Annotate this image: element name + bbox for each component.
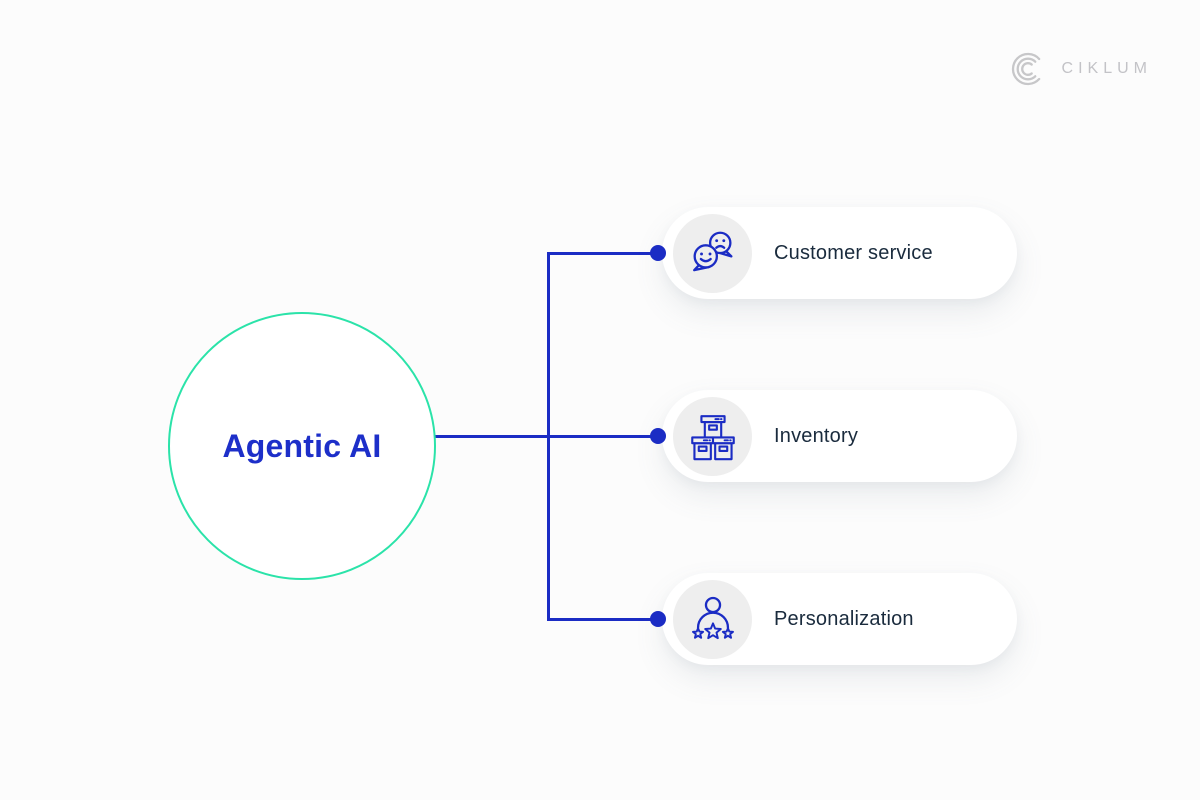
connector-dot-top: [650, 245, 666, 261]
connector-line-branch-top: [548, 251, 658, 255]
ciklum-logo-text: CIKLUM: [1061, 60, 1152, 77]
node-label: Customer service: [774, 241, 933, 264]
icon-circle: [673, 579, 752, 659]
root-node-agentic-ai: Agentic AI: [168, 312, 436, 580]
inventory-boxes-icon: [690, 415, 735, 461]
node-label: Inventory: [774, 424, 859, 447]
connector-dot-bottom: [650, 611, 666, 627]
node-card-personalization: Personalization: [662, 573, 1017, 665]
node-card-customer-service: Customer service: [662, 207, 1017, 299]
person-stars-icon: [691, 596, 734, 640]
node-label: Personalization: [774, 607, 914, 630]
root-node-label: Agentic AI: [222, 427, 382, 464]
connector-line-branch-bottom: [548, 617, 658, 621]
connector-line-branch-middle: [548, 434, 658, 438]
icon-circle: [673, 396, 752, 476]
chat-bubbles-icon: [692, 231, 732, 272]
ciklum-logo-icon: [1011, 52, 1040, 86]
connector-line-root: [435, 434, 548, 438]
icon-circle: [673, 213, 752, 293]
node-card-inventory: Inventory: [662, 390, 1017, 482]
connector-dot-middle: [650, 428, 666, 444]
ciklum-logo: CIKLUM: [1008, 49, 1152, 89]
